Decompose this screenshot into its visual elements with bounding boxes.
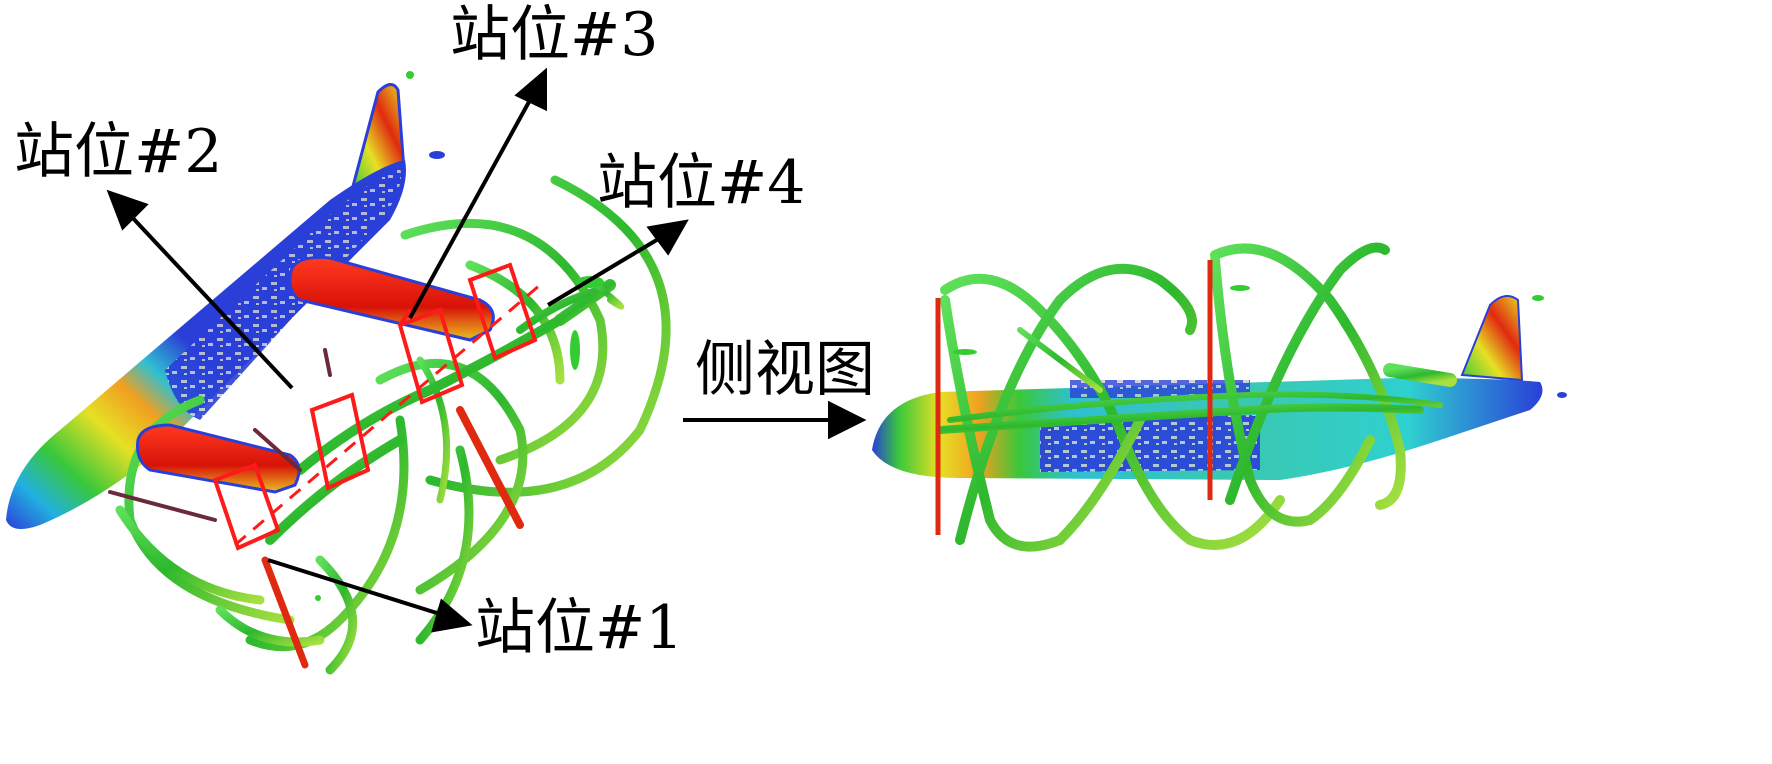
station-box-4 bbox=[467, 262, 538, 361]
station-axis bbox=[234, 283, 541, 547]
station-box-2 bbox=[309, 392, 371, 491]
vortex-rings bbox=[115, 175, 671, 675]
wake-filaments bbox=[108, 348, 524, 669]
nacelle-lower bbox=[136, 423, 301, 494]
callout-arrows bbox=[106, 67, 867, 633]
side-tail-fin bbox=[1460, 295, 1524, 382]
fuselage-speckle bbox=[165, 168, 401, 420]
label-station-1: 站位#1 bbox=[475, 593, 683, 663]
isometric-view bbox=[6, 71, 671, 675]
label-side-view: 侧视图 bbox=[695, 335, 875, 405]
nacelle-upper bbox=[288, 256, 495, 342]
label-station-2: 站位#2 bbox=[14, 117, 222, 187]
station-boxes bbox=[212, 262, 538, 551]
arrow-icon bbox=[106, 189, 149, 231]
station-box-1 bbox=[212, 462, 281, 551]
arrow-icon bbox=[431, 598, 473, 633]
arrow-icon bbox=[828, 400, 867, 440]
side-vortex-fragments bbox=[953, 285, 1567, 398]
label-station-3: 站位#3 bbox=[450, 0, 658, 70]
arrow-icon bbox=[514, 67, 547, 112]
side-vortex-helices bbox=[936, 242, 1457, 552]
label-station-4: 站位#4 bbox=[597, 148, 805, 218]
side-view bbox=[872, 242, 1567, 552]
station-box-3 bbox=[397, 307, 465, 405]
arrow-icon bbox=[646, 219, 689, 256]
side-fuselage-speckle bbox=[1040, 415, 1260, 472]
